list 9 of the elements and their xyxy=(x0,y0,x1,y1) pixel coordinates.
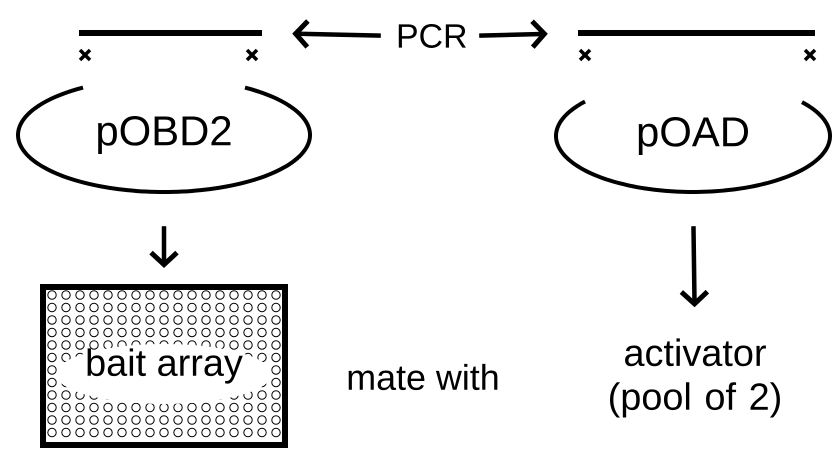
arrow xyxy=(680,226,710,308)
plain-text: mate with xyxy=(348,364,498,390)
text-label: PCR xyxy=(398,24,466,48)
bait-array-box: bait array xyxy=(40,284,288,448)
text-label: activator (pool of 2) xyxy=(610,338,780,418)
plasmid-ring: pOBD2 xyxy=(16,86,312,194)
arrow xyxy=(479,19,548,49)
plasmid-ring: pOAD xyxy=(554,100,832,194)
arrow xyxy=(292,19,381,49)
